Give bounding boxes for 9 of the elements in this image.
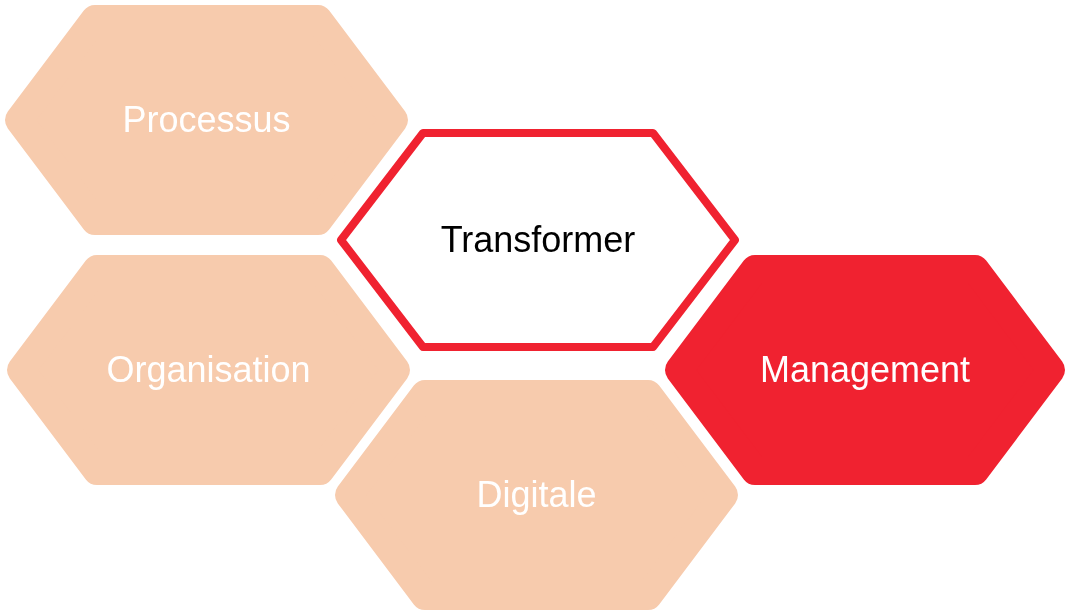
hexagon-shape (5, 5, 408, 235)
hexagon-label: Digitale (476, 474, 597, 516)
hexagon-shape (335, 380, 738, 610)
hexagon-label: Management (759, 349, 971, 391)
hexagon-shape (7, 255, 410, 485)
hexagon-shape (665, 255, 1065, 485)
hexagon-label: Processus (122, 99, 291, 141)
hexagon-label: Transformer (440, 219, 636, 261)
hexagon-label: Organisation (106, 349, 311, 391)
